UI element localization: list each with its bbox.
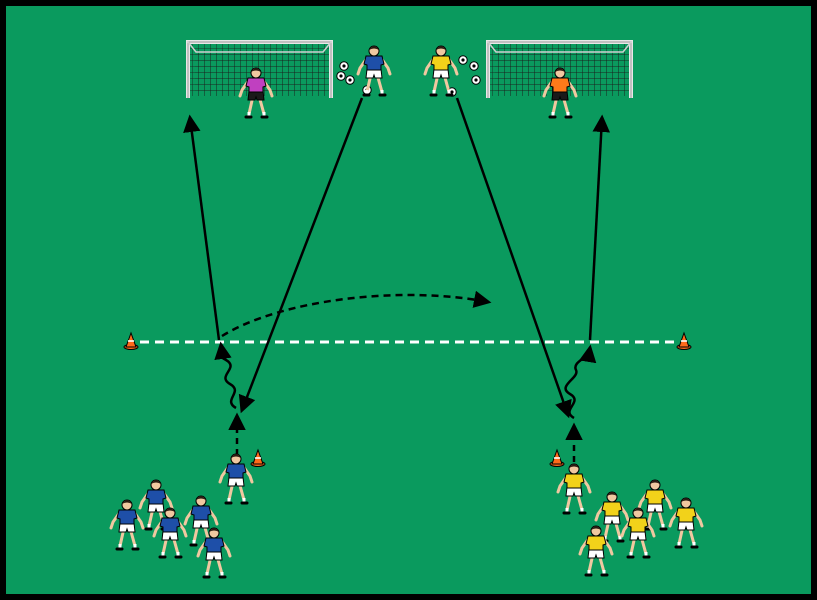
arrow-icon [455,97,572,419]
goalkeeper-icon [238,67,274,119]
player-icon [668,497,704,549]
ball-icon [471,75,481,85]
arrow-icon [214,341,232,361]
player-icon [620,507,656,559]
player-icon [578,525,614,577]
goalkeeper-icon [542,67,578,119]
ball-icon [345,75,355,85]
arrow-icon [588,114,610,341]
cone-icon [549,448,565,467]
goal-icon [186,40,333,98]
player-icon [637,479,673,531]
arrow-icon [238,97,364,414]
player-icon [109,499,145,551]
ball-icon [339,61,349,71]
player-icon [218,453,254,505]
arrow-icon [183,114,221,341]
ball-icon [469,61,479,71]
arrow-icon [221,290,492,338]
cone-icon [123,331,139,350]
ball-icon [336,71,346,81]
pitch-surface [6,6,811,594]
cone-icon [676,331,692,350]
player-icon [356,45,392,97]
player-icon [152,507,188,559]
ball-icon [458,55,468,65]
player-icon [556,463,592,515]
player-icon [423,45,459,97]
arrows [183,97,610,462]
arrow-icon [579,344,597,364]
player-icon [183,495,219,547]
cones [123,331,692,467]
player-icon [196,527,232,579]
players [109,45,704,579]
cone-icon [250,448,266,467]
